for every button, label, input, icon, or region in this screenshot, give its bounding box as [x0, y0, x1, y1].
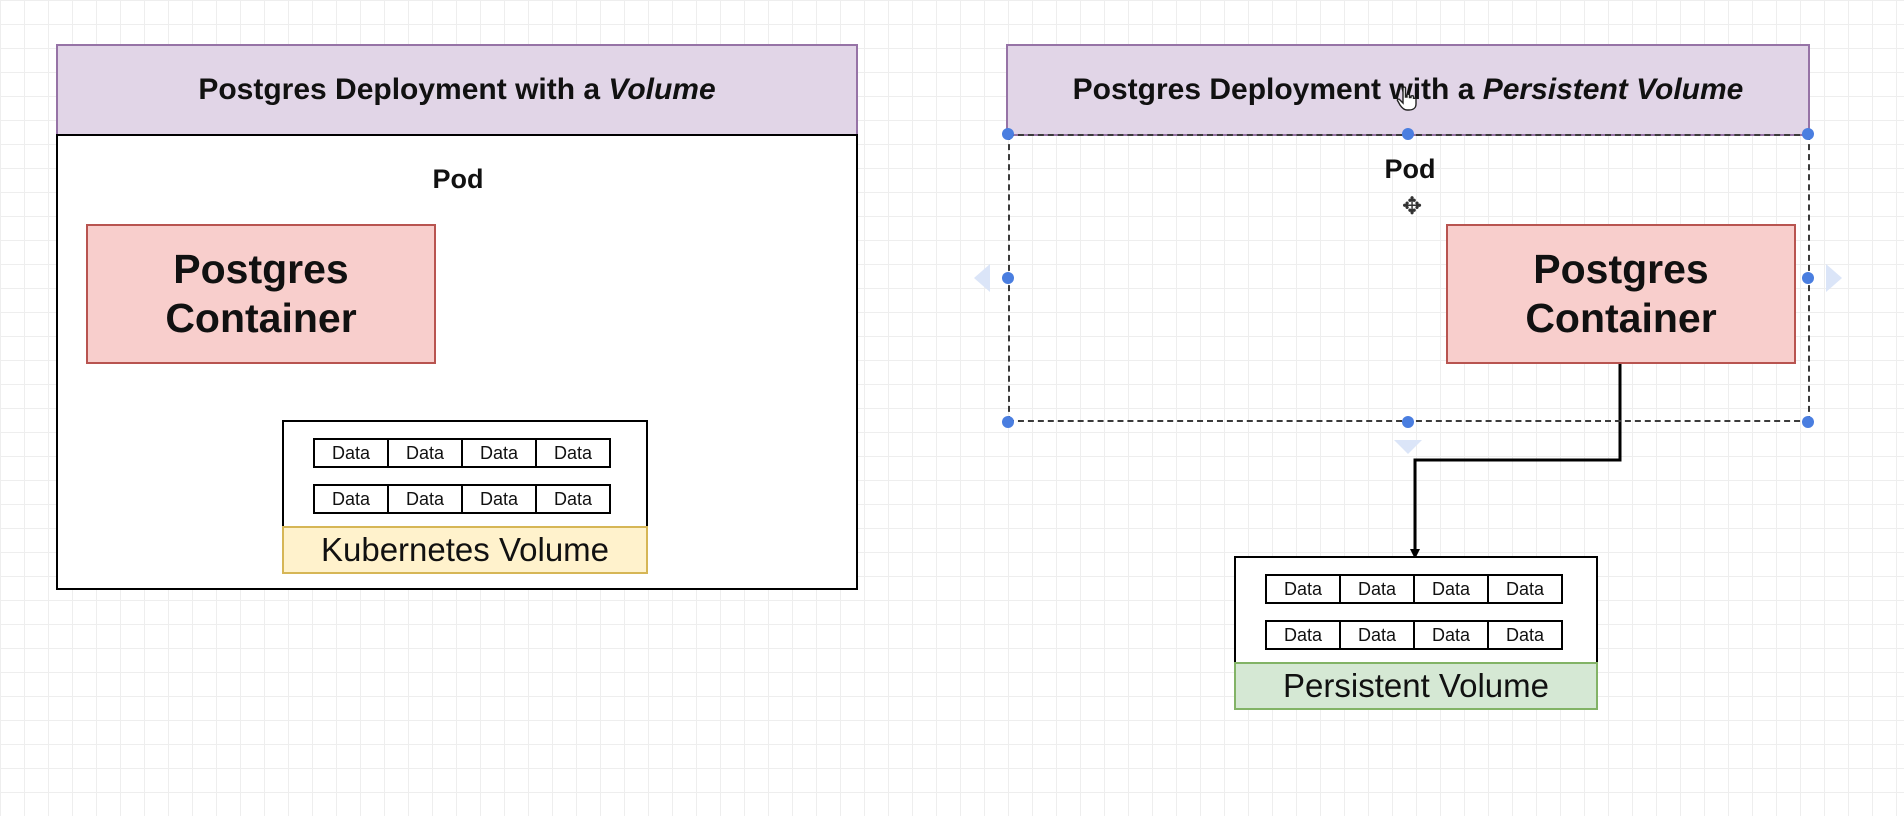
data-cell: Data — [461, 438, 537, 468]
right-persistent-volume[interactable]: Data Data Data Data Data Data Data Data … — [1234, 556, 1598, 710]
resize-handle-bottom-middle[interactable] — [1402, 416, 1414, 428]
data-cell: Data — [1265, 574, 1341, 604]
move-cursor-icon: ✥ — [1402, 193, 1423, 220]
resize-handle-bottom-left[interactable] — [1002, 416, 1014, 428]
data-cell: Data — [387, 438, 463, 468]
left-container-line1: Postgres — [173, 245, 349, 292]
hand-pointer-cursor-icon — [1396, 86, 1417, 111]
left-kubernetes-volume[interactable]: Data Data Data Data Data Data Data Data … — [282, 420, 648, 574]
right-container-line1: Postgres — [1533, 245, 1709, 292]
resize-handle-middle-right[interactable] — [1802, 272, 1814, 284]
left-container-line2: Container — [165, 295, 357, 341]
right-container-to-volume-connector[interactable] — [1410, 364, 1622, 559]
left-deployment-title[interactable]: Postgres Deployment with a Volume — [56, 44, 858, 136]
resize-handle-top-left[interactable] — [1002, 128, 1014, 140]
data-cell: Data — [535, 484, 611, 514]
resize-handle-top-right[interactable] — [1802, 128, 1814, 140]
data-cell: Data — [1339, 574, 1415, 604]
right-container-line2: Container — [1525, 295, 1717, 341]
data-cell: Data — [313, 484, 389, 514]
resize-handle-middle-left[interactable] — [1002, 272, 1014, 284]
right-title-emphasis: Persistent Volume — [1482, 73, 1744, 106]
data-cell: Data — [1339, 620, 1415, 650]
connect-down-arrow-icon[interactable] — [1394, 440, 1422, 454]
data-cell: Data — [461, 484, 537, 514]
right-volume-row-1: Data Data Data Data — [1265, 574, 1563, 604]
data-cell: Data — [535, 438, 611, 468]
left-volume-row-1: Data Data Data Data — [313, 438, 611, 468]
data-cell: Data — [1487, 574, 1563, 604]
data-cell: Data — [1413, 574, 1489, 604]
right-volume-row-2: Data Data Data Data — [1265, 620, 1563, 650]
right-postgres-container[interactable]: Postgres Container — [1446, 224, 1796, 364]
connect-left-arrow-icon[interactable] — [974, 264, 990, 292]
data-cell: Data — [1413, 620, 1489, 650]
right-pod-label: Pod — [1384, 154, 1436, 184]
connect-right-arrow-icon[interactable] — [1826, 264, 1842, 292]
data-cell: Data — [1265, 620, 1341, 650]
resize-handle-bottom-right[interactable] — [1802, 416, 1814, 428]
persistent-volume-label: Persistent Volume — [1234, 662, 1598, 710]
data-cell: Data — [1487, 620, 1563, 650]
left-title-prefix: Postgres Deployment with a — [198, 73, 609, 106]
data-cell: Data — [387, 484, 463, 514]
right-title-prefix: Postgres Deployment with a — [1072, 73, 1483, 106]
kubernetes-volume-label: Kubernetes Volume — [282, 526, 648, 574]
data-cell: Data — [313, 438, 389, 468]
resize-handle-top-middle[interactable] — [1402, 128, 1414, 140]
left-pod-label: Pod — [432, 164, 484, 194]
left-title-emphasis: Volume — [608, 73, 716, 106]
left-volume-row-2: Data Data Data Data — [313, 484, 611, 514]
left-postgres-container[interactable]: Postgres Container — [86, 224, 436, 364]
